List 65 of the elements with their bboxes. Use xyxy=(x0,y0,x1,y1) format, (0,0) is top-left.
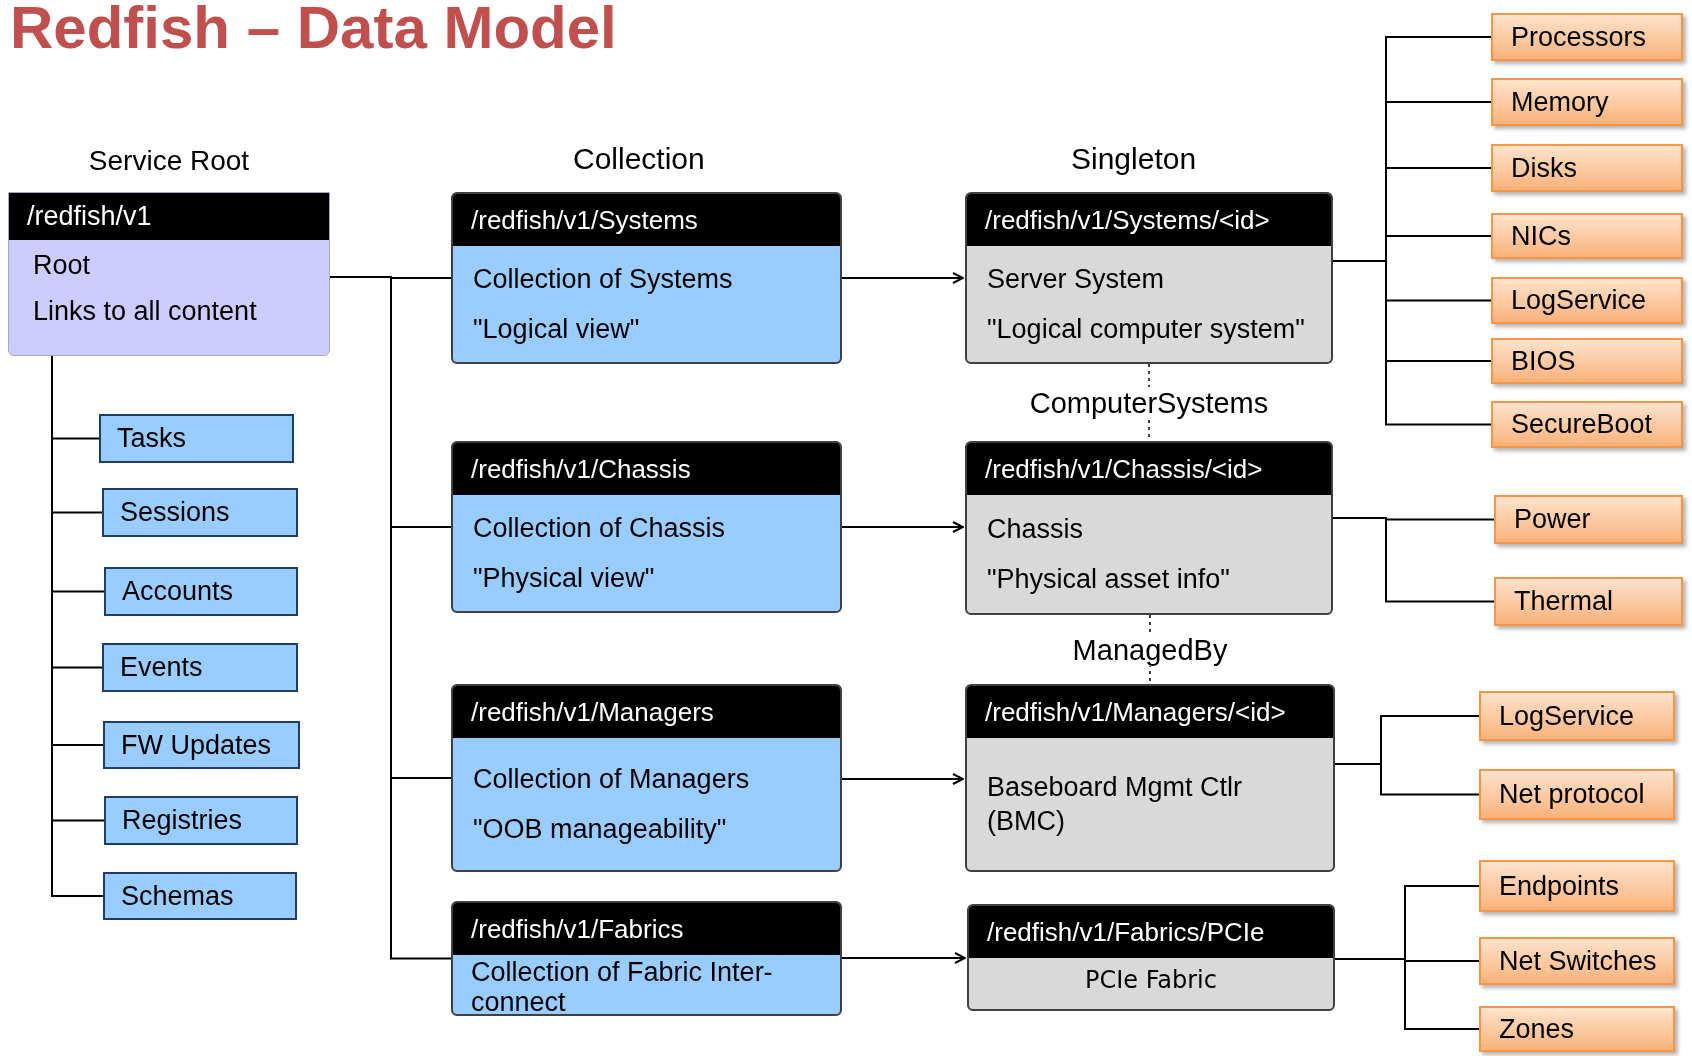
connector-line xyxy=(1334,763,1480,796)
resource-box: Sessions xyxy=(102,488,298,537)
resource-box: Accounts xyxy=(104,567,298,616)
resource-box: Memory xyxy=(1491,78,1683,126)
resource-box: NICs xyxy=(1491,213,1683,259)
box-text: Chassis xyxy=(987,513,1085,546)
box-header: /redfish/v1/Systems xyxy=(453,194,840,246)
resource-box: Disks xyxy=(1491,144,1683,192)
arrow xyxy=(841,773,964,785)
column-heading: Singleton xyxy=(1071,141,1197,177)
resource-box: Registries xyxy=(104,796,298,845)
resource-box: Zones xyxy=(1479,1006,1675,1052)
resource-box: Schemas xyxy=(103,872,297,920)
box-text: "Physical view" xyxy=(473,562,656,595)
box-header: /redfish/v1/Systems/<id> xyxy=(967,194,1331,246)
box-header: /redfish/v1/Chassis/<id> xyxy=(967,443,1331,495)
box-text: "Logical computer system" xyxy=(987,313,1306,346)
box-text: Root xyxy=(33,249,92,282)
resource-box: Events xyxy=(102,643,298,692)
box-text: PCIe Fabric xyxy=(1085,965,1217,996)
service-root-box xyxy=(8,192,330,356)
box-text: "OOB manageability" xyxy=(473,813,728,846)
singleton-box xyxy=(965,441,1333,615)
box-text: Collection of Chassis xyxy=(473,512,727,545)
box-header: /redfish/v1/Chassis xyxy=(453,443,840,495)
connector-line xyxy=(1332,260,1492,426)
collection-box xyxy=(451,441,842,613)
singleton-box xyxy=(965,192,1333,364)
box-header: /redfish/v1/Managers xyxy=(453,686,840,738)
singleton-box xyxy=(965,684,1335,872)
resource-box: Endpoints xyxy=(1479,860,1675,912)
resource-box: SecureBoot xyxy=(1491,401,1683,448)
resource-box: Processors xyxy=(1491,13,1683,61)
column-heading: Collection xyxy=(573,141,705,177)
box-header: /redfish/v1/Fabrics xyxy=(453,903,840,955)
box-text: Collection of Managers xyxy=(473,763,751,796)
resource-box: LogService xyxy=(1479,691,1675,741)
box-text: "Physical asset info" xyxy=(987,563,1231,596)
box-text: Links to all content xyxy=(33,295,258,328)
connector-line xyxy=(1332,517,1495,603)
column-heading: Service Root xyxy=(87,144,251,178)
singleton-box xyxy=(967,904,1335,1011)
resource-box: FW Updates xyxy=(103,721,300,769)
collection-box xyxy=(451,192,842,364)
box-text: Baseboard Mgmt Ctlr (BMC) xyxy=(987,771,1244,838)
box-header: /redfish/v1 xyxy=(9,193,329,240)
resource-box: Tasks xyxy=(99,414,294,463)
resource-box: Thermal xyxy=(1494,577,1683,626)
arrow xyxy=(841,272,964,284)
resource-box: BIOS xyxy=(1491,338,1683,384)
resource-box: Power xyxy=(1494,495,1683,544)
arrow xyxy=(841,521,964,533)
diagram-title: Redfish – Data Model xyxy=(10,0,617,60)
resource-box: Net protocol xyxy=(1479,769,1675,820)
box-header: /redfish/v1/Fabrics/PCIe xyxy=(969,906,1333,958)
box-text: Collection of Fabric Inter- connect xyxy=(471,956,774,1014)
resource-box: Net Switches xyxy=(1479,937,1675,985)
collection-box xyxy=(451,901,842,1016)
arrow xyxy=(841,952,966,964)
resource-box: LogService xyxy=(1491,277,1683,324)
box-text: Collection of Systems xyxy=(473,263,734,296)
collection-box xyxy=(451,684,842,872)
box-text: "Logical view" xyxy=(473,313,641,346)
box-header: /redfish/v1/Managers/<id> xyxy=(967,686,1333,738)
box-text: Server System xyxy=(987,263,1166,296)
